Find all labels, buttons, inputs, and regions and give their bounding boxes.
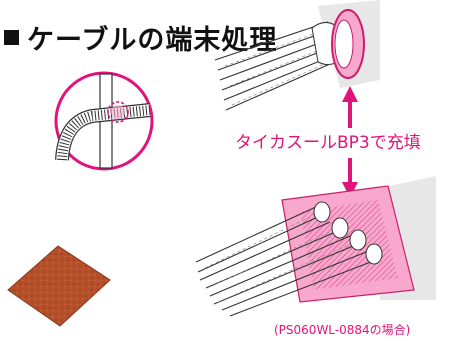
arrow-down-icon bbox=[342, 158, 358, 198]
fill-instruction-label: タイカスールBP3で充填 bbox=[235, 133, 421, 153]
bend-detail-circle bbox=[54, 71, 154, 171]
title-text: ケーブルの端末処理 bbox=[27, 25, 278, 56]
title-bullet-square bbox=[4, 30, 19, 45]
arrow-up-icon bbox=[342, 86, 358, 128]
page-title: ケーブルの端末処理 bbox=[4, 18, 277, 57]
bottom-cable-assembly bbox=[195, 176, 436, 317]
brown-sheet bbox=[7, 245, 111, 327]
model-note: (PS060WL-0884の場合) bbox=[274, 323, 411, 337]
top-cable-assembly bbox=[214, 0, 380, 111]
